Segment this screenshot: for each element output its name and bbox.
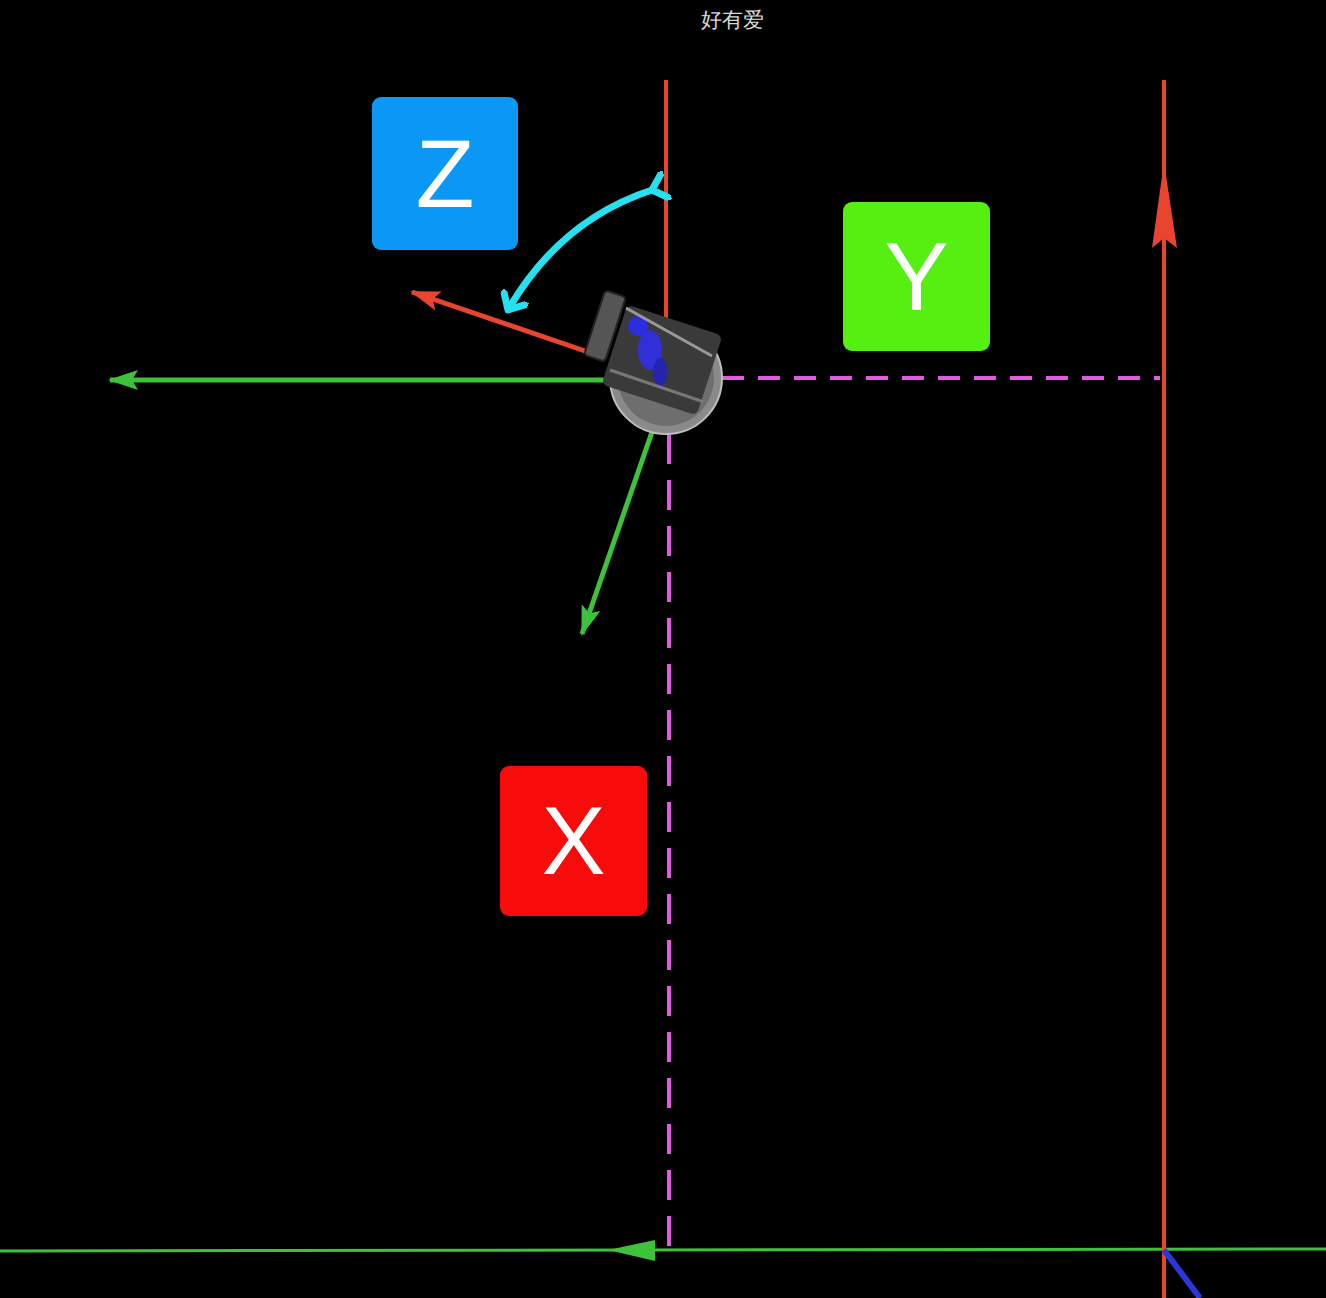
axis-label-box: X (500, 766, 647, 916)
axis-label-box: Y (843, 202, 990, 351)
axis-label-box: Z (372, 97, 518, 250)
robot-x-arrow (412, 292, 588, 352)
world-y-axis (0, 1249, 1326, 1251)
world-y-arrowhead (608, 1240, 655, 1261)
robot-icon (584, 290, 722, 434)
axis-letter: Z (416, 126, 475, 222)
axis-letter: Y (884, 229, 948, 325)
watermark: 好有爱 (701, 10, 764, 31)
heading-reference-line (664, 80, 668, 322)
world-x-arrowhead (1152, 162, 1177, 248)
y-projection (722, 376, 1160, 380)
world-z-axis (1164, 1250, 1200, 1298)
robot-local-arrow (582, 432, 652, 634)
robot-y-arrow (110, 378, 612, 383)
world-x-axis (1162, 80, 1166, 1298)
axis-letter: X (541, 793, 605, 889)
x-projection (667, 434, 671, 1246)
rotation-arc (508, 190, 652, 310)
